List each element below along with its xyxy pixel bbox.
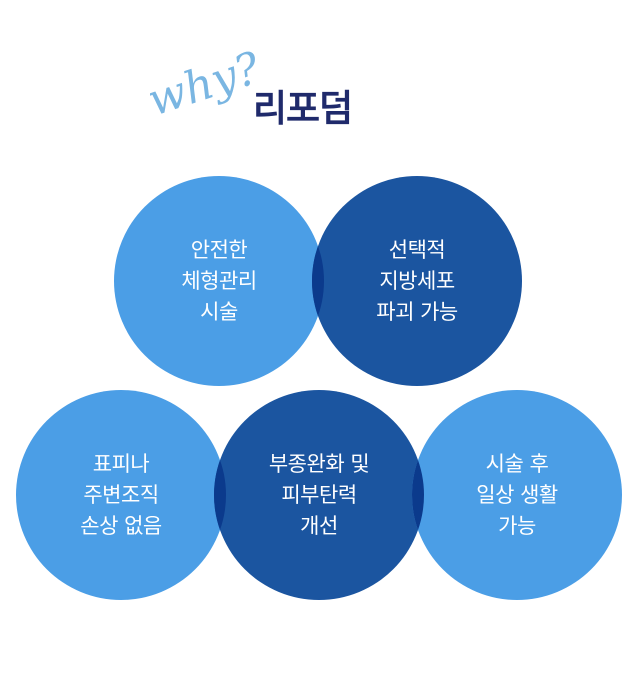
why-handwritten-logo: why? <box>150 42 262 126</box>
feature-circle-swelling-elasticity <box>214 390 424 600</box>
feature-circle-selective-fat-destruction <box>312 176 522 386</box>
feature-circle-safe-body-care <box>114 176 324 386</box>
brand-title: 리포덤 <box>253 87 353 130</box>
section-heading: why? 리포덤 <box>150 38 410 138</box>
feature-circle-daily-life <box>412 390 622 600</box>
feature-circle-no-tissue-damage <box>16 390 226 600</box>
